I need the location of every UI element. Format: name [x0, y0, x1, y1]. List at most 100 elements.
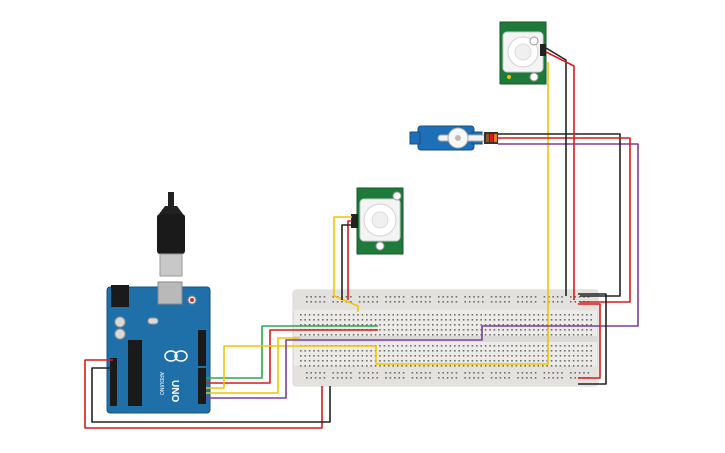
- breadboard-hole: [559, 329, 562, 331]
- breadboard-hole: [467, 314, 469, 316]
- breadboard-hole: [458, 324, 460, 326]
- breadboard-hole: [493, 345, 496, 347]
- breadboard-hole: [537, 365, 540, 367]
- pir-sensor-middle[interactable]: [351, 187, 404, 255]
- breadboard-hole: [339, 334, 342, 336]
- breadboard-hole: [304, 360, 306, 362]
- breadboard-hole: [436, 355, 438, 357]
- breadboard-hole: [410, 314, 412, 316]
- breadboard-hole: [416, 372, 418, 374]
- breadboard-hole: [490, 301, 493, 303]
- breadboard-hole: [572, 355, 575, 357]
- breadboard-hole: [440, 319, 443, 321]
- breadboard-hole: [341, 372, 343, 374]
- breadboard-hole: [498, 365, 500, 367]
- breadboard-hole: [533, 334, 535, 336]
- wire-black-ground: [91, 367, 331, 423]
- breadboard-hole: [313, 314, 315, 316]
- breadboard-hole: [559, 350, 562, 352]
- breadboard-hole: [449, 360, 452, 362]
- breadboard-hole: [357, 334, 359, 336]
- breadboard-hole: [548, 372, 550, 374]
- breadboard-hole: [326, 350, 328, 352]
- breadboard-hole: [550, 345, 553, 347]
- breadboard-hole: [462, 334, 465, 336]
- wire-yellow-signal: [206, 62, 549, 389]
- breadboard-hole: [454, 355, 456, 357]
- breadboard-hole: [427, 360, 430, 362]
- breadboard-hole: [319, 372, 321, 374]
- arduino-board[interactable]: UNO ARDUINO: [106, 281, 211, 414]
- breadboard-hole: [396, 345, 399, 347]
- breadboard-hole: [402, 301, 405, 303]
- breadboard-hole: [520, 324, 522, 326]
- pir-sensor-top[interactable]: [499, 21, 547, 85]
- breadboard-hole: [471, 365, 474, 367]
- breadboard-hole: [533, 314, 535, 316]
- breadboard-hole: [586, 350, 588, 352]
- breadboard-hole: [341, 377, 343, 379]
- breadboard-hole: [511, 365, 513, 367]
- breadboard-hole: [410, 334, 412, 336]
- breadboard-hole: [506, 319, 509, 321]
- breadboard-hole: [454, 329, 456, 331]
- breadboard-hole: [498, 329, 500, 331]
- breadboard-hole: [411, 377, 414, 379]
- breadboard-hole: [396, 365, 399, 367]
- breadboard-hole: [572, 329, 575, 331]
- servo-motor[interactable]: [409, 125, 498, 151]
- breadboard[interactable]: [292, 289, 599, 387]
- breadboard-hole: [546, 365, 548, 367]
- breadboard-hole: [586, 345, 588, 347]
- wire-red-pir-top: [545, 51, 575, 300]
- breadboard-hole: [392, 329, 394, 331]
- breadboard-hole: [372, 372, 374, 374]
- breadboard-hole: [564, 360, 566, 362]
- breadboard-hole: [379, 345, 381, 347]
- breadboard-hole: [401, 365, 403, 367]
- breadboard-hole: [482, 377, 484, 379]
- breadboard-hole: [586, 360, 588, 362]
- breadboard-hole: [556, 296, 559, 298]
- breadboard-hole: [314, 301, 317, 303]
- breadboard-hole: [524, 314, 526, 316]
- breadboard-hole: [410, 345, 412, 347]
- breadboard-hole: [568, 319, 570, 321]
- breadboard-hole: [564, 329, 566, 331]
- breadboard-hole: [341, 301, 343, 303]
- breadboard-hole: [493, 350, 496, 352]
- breadboard-hole: [477, 296, 480, 298]
- breadboard-hole: [476, 314, 478, 316]
- breadboard-hole: [462, 329, 465, 331]
- breadboard-hole: [552, 372, 554, 374]
- breadboard-hole: [533, 329, 535, 331]
- breadboard-hole: [370, 324, 372, 326]
- breadboard-hole: [556, 377, 559, 379]
- breadboard-hole: [440, 324, 443, 326]
- breadboard-hole: [480, 365, 482, 367]
- breadboard-hole: [454, 345, 456, 347]
- breadboard-hole: [506, 365, 509, 367]
- breadboard-hole: [446, 301, 449, 303]
- breadboard-hole: [577, 324, 579, 326]
- breadboard-hole: [586, 355, 588, 357]
- breadboard-hole: [323, 372, 326, 374]
- breadboard-hole: [414, 365, 416, 367]
- breadboard-hole: [530, 296, 532, 298]
- breadboard-hole: [339, 319, 342, 321]
- breadboard-hole: [586, 329, 588, 331]
- breadboard-hole: [451, 301, 453, 303]
- breadboard-hole: [385, 296, 387, 298]
- breadboard-hole: [534, 372, 537, 374]
- breadboard-hole: [308, 319, 311, 321]
- breadboard-hole: [451, 296, 453, 298]
- breadboard-hole: [379, 360, 381, 362]
- breadboard-hole: [326, 360, 328, 362]
- breadboard-hole: [528, 360, 531, 362]
- breadboard-hole: [458, 314, 460, 316]
- breadboard-hole: [568, 324, 570, 326]
- breadboard-hole: [468, 377, 471, 379]
- breadboard-hole: [559, 360, 562, 362]
- breadboard-hole: [489, 334, 491, 336]
- breadboard-hole: [416, 377, 418, 379]
